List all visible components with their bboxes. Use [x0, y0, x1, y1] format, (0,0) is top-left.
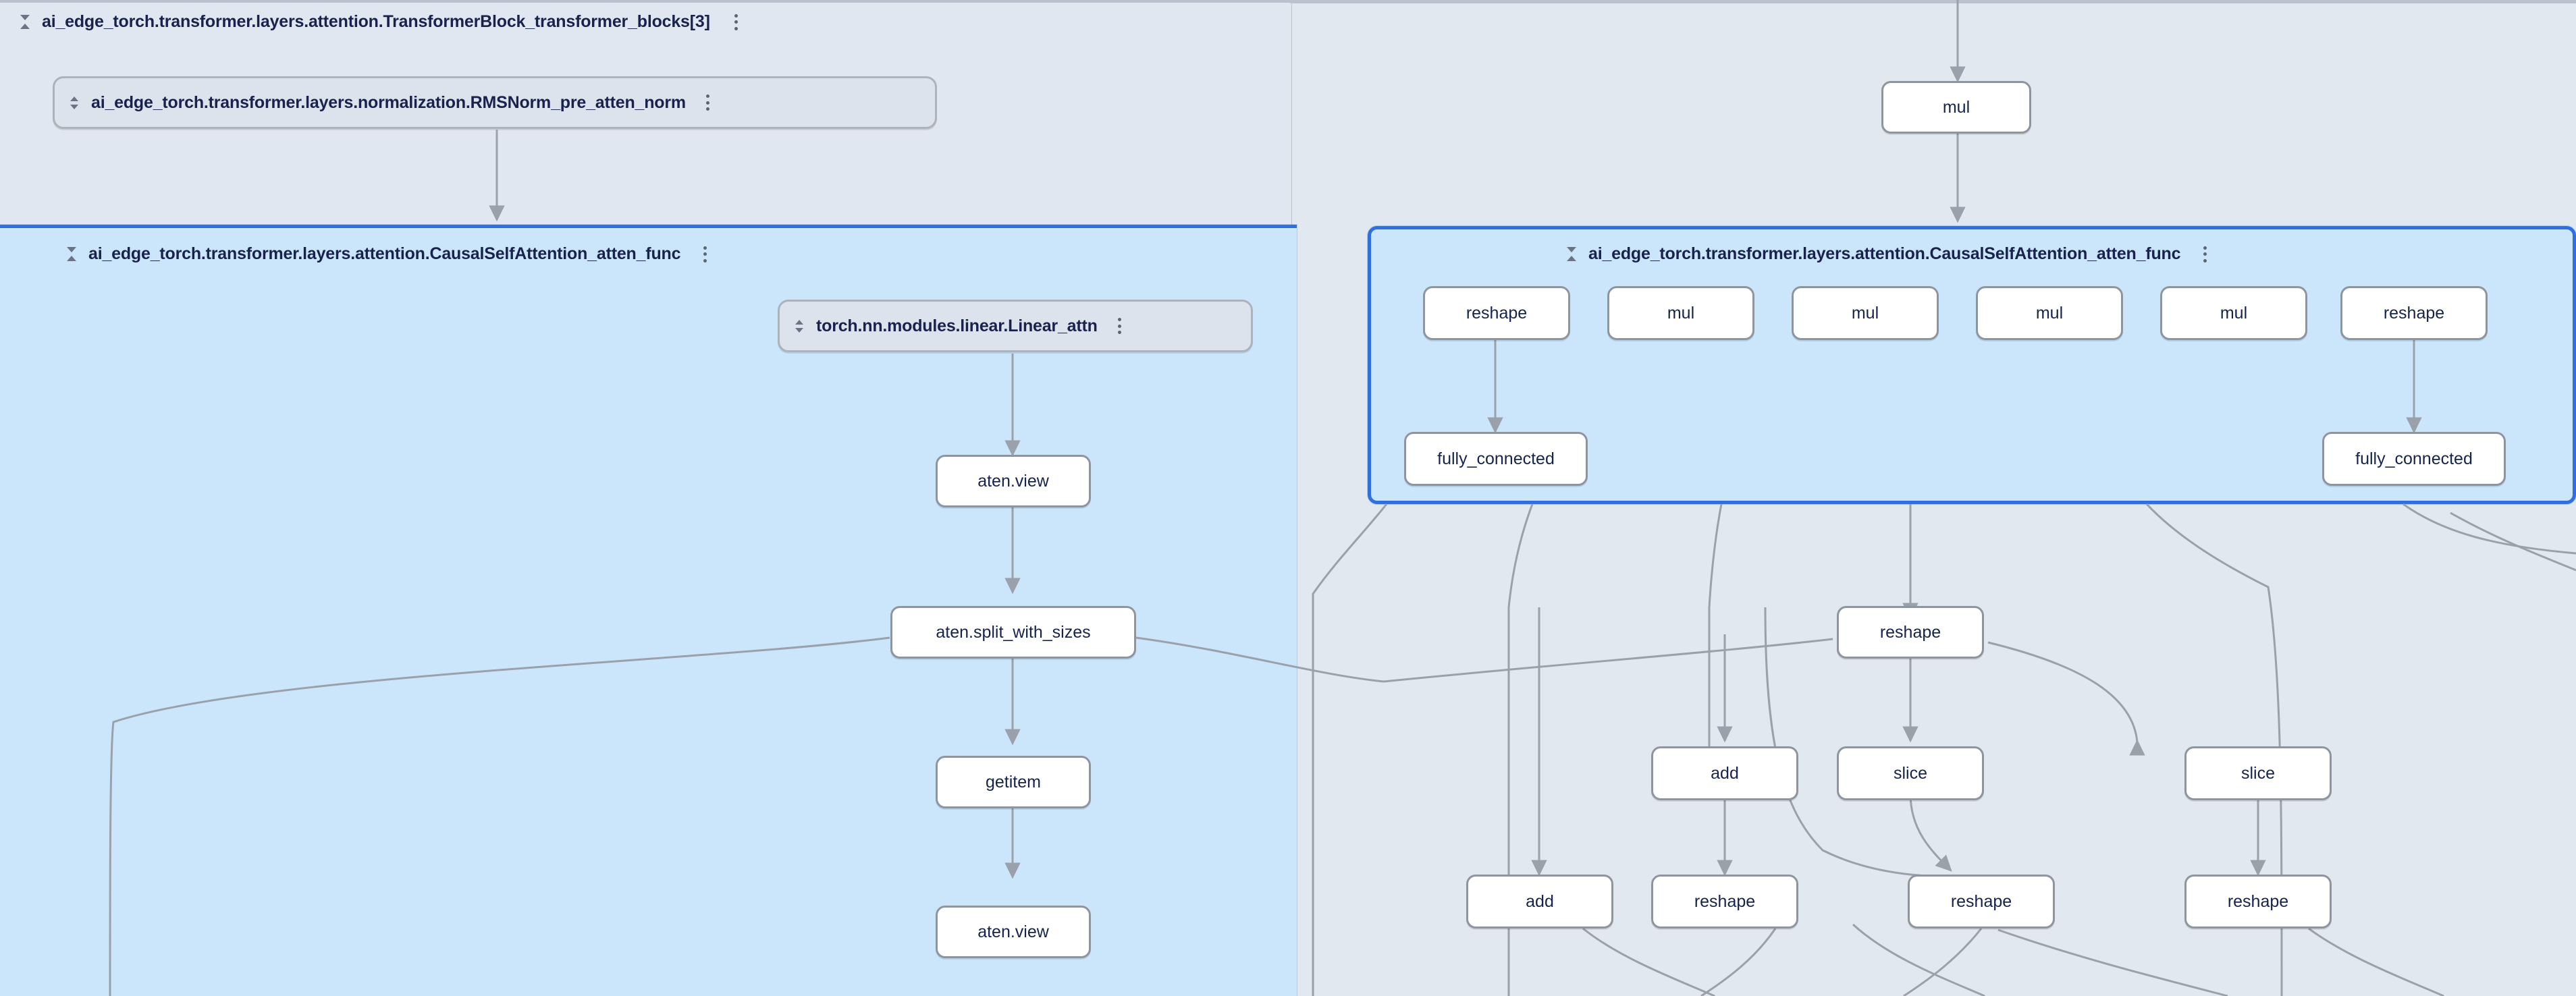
- op-node-slice[interactable]: slice: [1837, 746, 1984, 800]
- op-node-aten-split-with-sizes[interactable]: aten.split_with_sizes: [890, 606, 1136, 659]
- op-node-aten-view[interactable]: aten.view: [936, 455, 1091, 507]
- op-node-slice[interactable]: slice: [2184, 746, 2332, 800]
- op-node-aten-view[interactable]: aten.view: [936, 906, 1091, 958]
- op-node-label: slice: [1893, 763, 1927, 783]
- op-node-label: reshape: [1879, 622, 1941, 642]
- op-node-add[interactable]: add: [1466, 875, 1613, 929]
- module-node-rmsnorm[interactable]: ai_edge_torch.transformer.layers.normali…: [53, 76, 937, 129]
- kebab-menu-icon[interactable]: [2203, 246, 2207, 263]
- op-node-fully-connected[interactable]: fully_connected: [1404, 432, 1588, 486]
- op-node-label: add: [1711, 763, 1739, 783]
- op-node-mul[interactable]: mul: [2160, 286, 2307, 340]
- canvas-top-divider: [0, 0, 2576, 3]
- op-node-label: mul: [1851, 303, 1879, 323]
- op-node-label: mul: [2035, 303, 2064, 323]
- op-node-label: mul: [1667, 303, 1695, 323]
- op-node-label: aten.split_with_sizes: [936, 622, 1091, 642]
- kebab-menu-icon[interactable]: [1117, 317, 1122, 335]
- op-node-label: reshape: [1466, 303, 1528, 323]
- group-causal-self-attention-right-header[interactable]: ai_edge_torch.transformer.layers.attenti…: [1564, 244, 2207, 264]
- op-node-mul[interactable]: mul: [1976, 286, 2123, 340]
- collapse-chevrons-icon[interactable]: [64, 245, 79, 264]
- op-node-label: reshape: [1694, 891, 1756, 911]
- module-node-linear-attn-label: torch.nn.modules.linear.Linear_attn: [816, 316, 1098, 335]
- group-causal-self-attention-left-title: ai_edge_torch.transformer.layers.attenti…: [88, 244, 681, 263]
- op-node-getitem[interactable]: getitem: [936, 756, 1091, 808]
- op-node-label: fully_connected: [1437, 449, 1555, 468]
- group-causal-self-attention-left-header[interactable]: ai_edge_torch.transformer.layers.attenti…: [64, 244, 707, 264]
- kebab-menu-icon[interactable]: [705, 94, 710, 111]
- op-node-label: mul: [1942, 97, 1970, 117]
- collapse-chevrons-icon[interactable]: [1564, 245, 1579, 264]
- op-node-mul[interactable]: mul: [1607, 286, 1754, 340]
- op-node-fully-connected[interactable]: fully_connected: [2322, 432, 2506, 486]
- group-transformer-block-title: ai_edge_torch.transformer.layers.attenti…: [42, 12, 710, 31]
- module-node-rmsnorm-label: ai_edge_torch.transformer.layers.normali…: [91, 92, 686, 112]
- kebab-menu-icon[interactable]: [703, 246, 707, 263]
- op-node-label: aten.view: [977, 922, 1049, 941]
- op-node-reshape[interactable]: reshape: [2184, 875, 2332, 929]
- expand-chevrons-icon[interactable]: [792, 316, 807, 335]
- op-node-label: reshape: [2383, 303, 2445, 323]
- op-node-reshape[interactable]: reshape: [1837, 606, 1984, 659]
- group-causal-self-attention-right-title: ai_edge_torch.transformer.layers.attenti…: [1588, 244, 2181, 263]
- op-node-add[interactable]: add: [1651, 746, 1798, 800]
- op-node-label: aten.view: [977, 471, 1049, 491]
- op-node-mul[interactable]: mul: [1881, 81, 2031, 134]
- expand-chevrons-icon[interactable]: [67, 93, 82, 112]
- collapse-chevrons-icon[interactable]: [18, 13, 32, 32]
- op-node-label: slice: [2240, 763, 2275, 783]
- module-node-linear-attn[interactable]: torch.nn.modules.linear.Linear_attn: [778, 300, 1253, 352]
- op-node-label: mul: [2220, 303, 2248, 323]
- op-node-label: reshape: [2227, 891, 2289, 911]
- group-transformer-block-header[interactable]: ai_edge_torch.transformer.layers.attenti…: [18, 12, 739, 32]
- op-node-label: add: [1526, 891, 1554, 911]
- op-node-mul[interactable]: mul: [1792, 286, 1939, 340]
- op-node-label: getitem: [986, 772, 1041, 792]
- op-node-reshape[interactable]: reshape: [1423, 286, 1570, 340]
- op-node-reshape[interactable]: reshape: [2340, 286, 2488, 340]
- kebab-menu-icon[interactable]: [734, 13, 739, 31]
- op-node-label: reshape: [1950, 891, 2012, 911]
- op-node-reshape[interactable]: reshape: [1651, 875, 1798, 929]
- op-node-label: fully_connected: [2355, 449, 2473, 468]
- op-node-reshape[interactable]: reshape: [1908, 875, 2055, 929]
